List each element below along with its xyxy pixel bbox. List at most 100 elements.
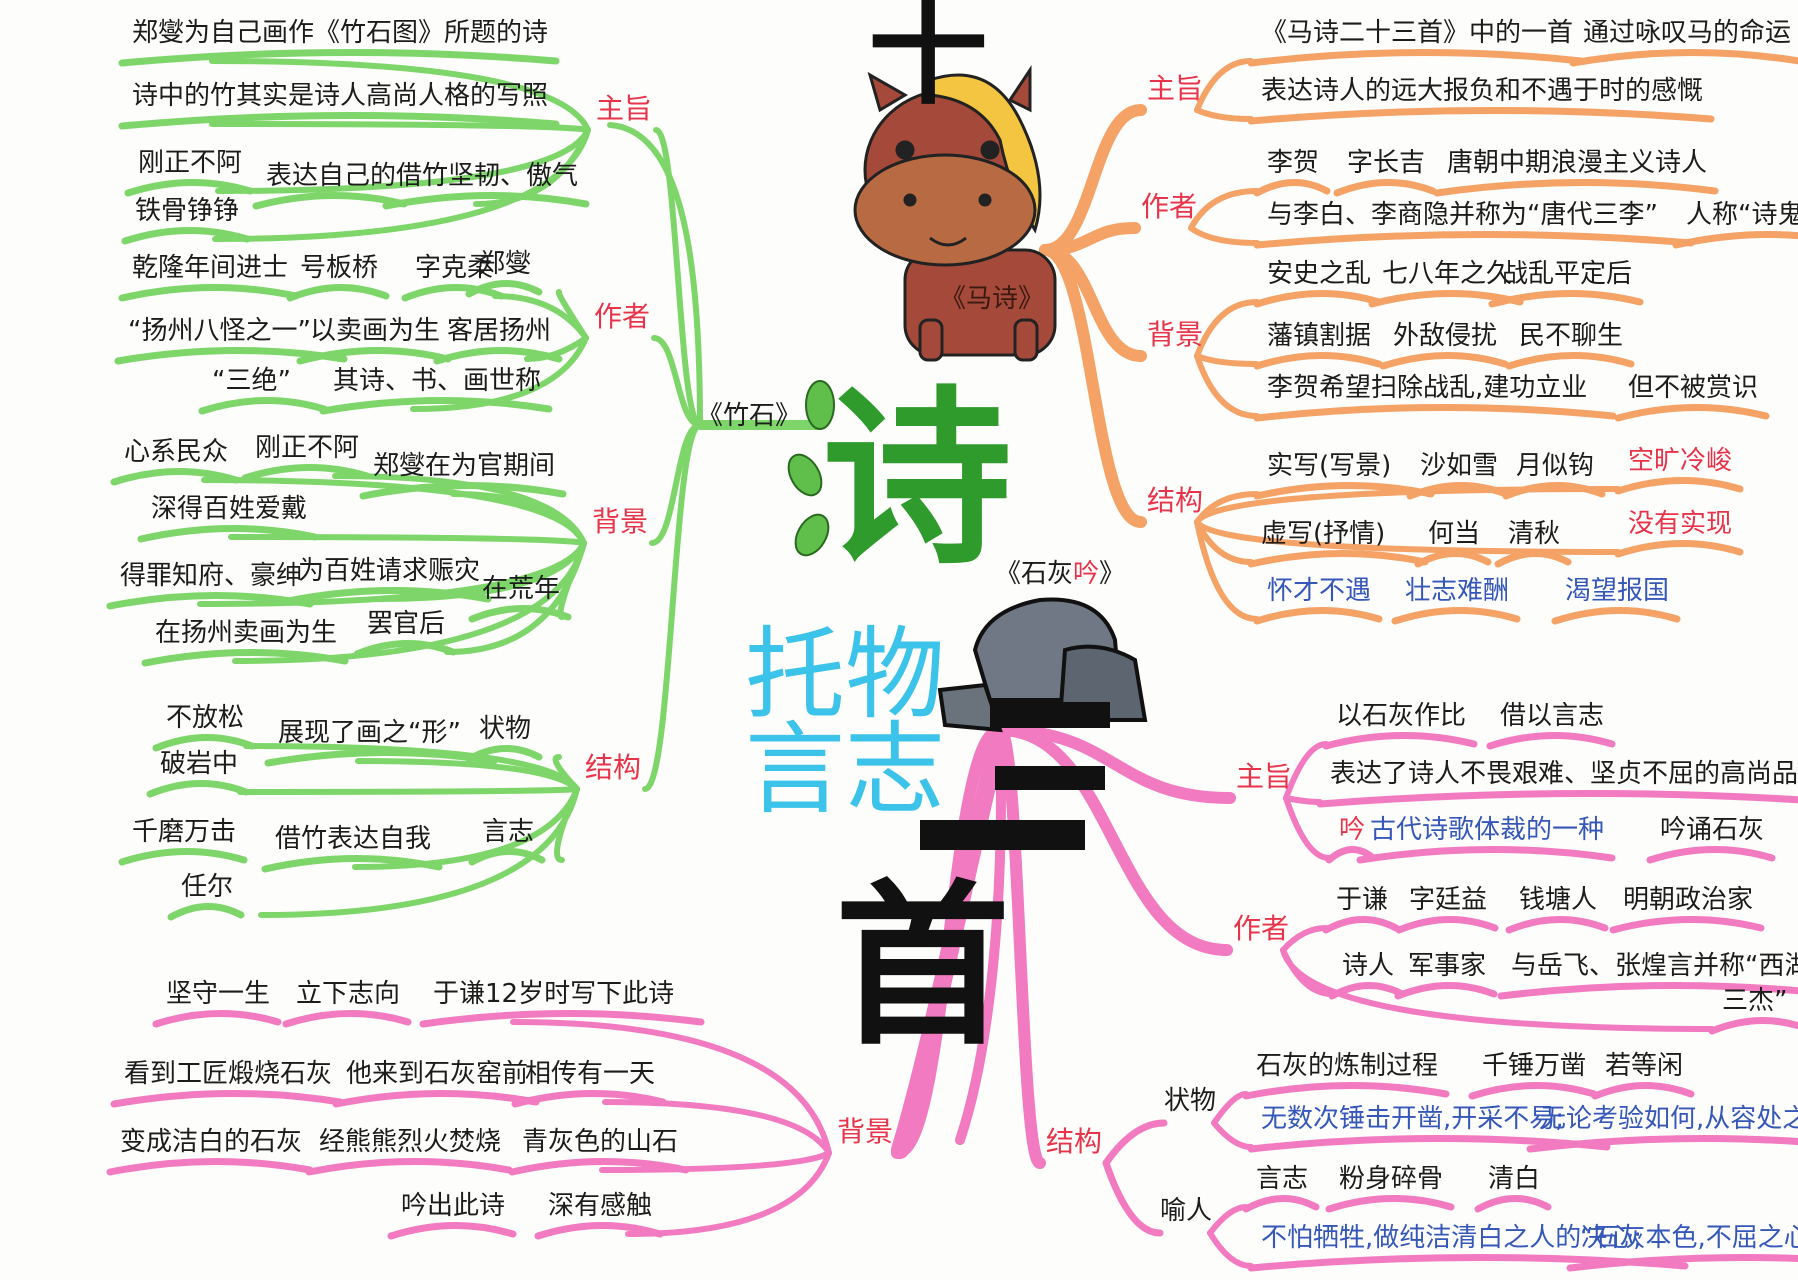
item-underline bbox=[1486, 732, 1616, 750]
branch-item: 不怕牺牲,做纯洁清白之人的决心; bbox=[1261, 1223, 1643, 1253]
branch-item: 铁骨铮铮 bbox=[135, 196, 240, 226]
branch-item: 诗中的竹其实是诗人高尚人格的写照 bbox=[132, 81, 549, 111]
branch-connector bbox=[473, 127, 591, 207]
branch-item: 钱塘人 bbox=[1519, 885, 1598, 915]
item-underline bbox=[1433, 178, 1719, 197]
item-underline bbox=[1379, 352, 1509, 370]
title-part-highlight: 吟 bbox=[1073, 559, 1100, 589]
branch-label-structure: 结构 bbox=[1147, 484, 1204, 517]
item-underline bbox=[1708, 1016, 1798, 1035]
branch-label-background: 背景 bbox=[837, 1115, 894, 1148]
branch-connector bbox=[1194, 519, 1260, 622]
branch-item: 深有感触 bbox=[548, 1191, 653, 1221]
item-underline bbox=[1614, 540, 1744, 558]
branch-item: 安史之乱 bbox=[1267, 259, 1372, 289]
title-part: 《石灰 bbox=[995, 559, 1074, 589]
item-underline bbox=[1394, 981, 1498, 1000]
branch-item: 通过咏叹马的命运 bbox=[1583, 18, 1792, 48]
heading-shou-char: 首 bbox=[835, 866, 1010, 1069]
branch-item: 诗人 bbox=[1342, 951, 1395, 981]
branch-item: 何当 bbox=[1428, 519, 1481, 549]
branch-item: 变成洁白的石灰 bbox=[120, 1127, 303, 1157]
branch-item: 郑燮 bbox=[479, 249, 532, 279]
branch-connector bbox=[524, 335, 589, 362]
item-underline bbox=[1614, 477, 1744, 495]
branch-connector bbox=[258, 786, 580, 918]
item-underline bbox=[1242, 1081, 1450, 1100]
branch-item: 言志 bbox=[482, 817, 535, 847]
branch-item: 唐朝中期浪漫主义诗人 bbox=[1447, 148, 1708, 178]
rock-illustration bbox=[937, 597, 1148, 733]
branch-connector bbox=[444, 540, 587, 655]
item-underline bbox=[110, 468, 240, 486]
branch-item: 在扬州卖画为生 bbox=[155, 618, 338, 648]
branch-item: 言志 bbox=[1256, 1164, 1309, 1194]
poem-title-zhushi: 《竹石》 bbox=[697, 401, 802, 431]
item-underline bbox=[511, 1089, 667, 1108]
item-underline bbox=[1395, 915, 1499, 934]
branch-connector bbox=[450, 491, 587, 546]
branch-item: 外敌侵扰 bbox=[1393, 321, 1498, 351]
branch-item: 沙如雪 bbox=[1420, 451, 1499, 481]
branch-item: 没有实现 bbox=[1628, 509, 1733, 539]
item-underline bbox=[1551, 607, 1681, 625]
branch-item: 相传有一天 bbox=[525, 1059, 656, 1089]
branch-item: 郑燮为自己画作《竹石图》所题的诗 bbox=[132, 18, 549, 48]
branch-item: 为百姓请求赈灾 bbox=[298, 556, 481, 586]
branch-label-theme: 主旨 bbox=[1236, 760, 1293, 793]
branch-connector bbox=[352, 786, 580, 870]
title-part: 》 bbox=[1099, 559, 1126, 589]
branch-item: 怀才不遇 bbox=[1267, 576, 1372, 606]
item-underline bbox=[1253, 290, 1383, 308]
branch-item: 表达了诗人不畏艰难、坚贞不屈的高尚品质 bbox=[1330, 759, 1798, 789]
branch-connector bbox=[1188, 188, 1260, 231]
branch-item: 战乱平定后 bbox=[1502, 259, 1633, 289]
item-underline bbox=[241, 464, 371, 482]
branch-connector bbox=[1194, 353, 1260, 419]
item-underline bbox=[252, 191, 408, 210]
branch-item: 七八年之久 bbox=[1382, 259, 1513, 289]
item-underline bbox=[118, 848, 248, 866]
branch-connector bbox=[1194, 58, 1254, 113]
branch-connector bbox=[552, 754, 580, 792]
item-underline bbox=[282, 1010, 412, 1028]
branch-connector bbox=[375, 540, 587, 602]
poem-title-mashi: 《马诗》 bbox=[940, 284, 1045, 314]
branch-item: “扬州八怪之一” bbox=[128, 316, 311, 346]
item-underline bbox=[118, 111, 560, 130]
branch-label-author: 作者 bbox=[1233, 912, 1290, 945]
item-underline bbox=[1253, 352, 1383, 370]
branch-connector bbox=[1283, 741, 1329, 801]
pink-trunk bbox=[891, 721, 1009, 1159]
branch-connector bbox=[1194, 299, 1260, 359]
branch-connector bbox=[599, 1150, 832, 1173]
item-underline bbox=[1526, 1134, 1798, 1153]
branch-connector bbox=[215, 127, 591, 194]
sub-branch bbox=[1102, 1159, 1164, 1237]
branch-item: 实写(写景) bbox=[1267, 451, 1392, 481]
item-underline bbox=[465, 280, 543, 298]
branch-item: 心系民众 bbox=[124, 437, 229, 467]
branch-item: 他来到石灰窑前 bbox=[346, 1059, 529, 1089]
branch-connector bbox=[1194, 519, 1621, 555]
item-underline bbox=[152, 733, 256, 752]
horse-illustration bbox=[853, 65, 1057, 362]
item-underline bbox=[286, 283, 390, 302]
branch-connector bbox=[510, 1019, 832, 1156]
branch-item: 乾隆年间进士 bbox=[132, 253, 289, 283]
item-underline bbox=[1672, 231, 1798, 249]
branch-item: 与李白、李商隐并称为“唐代三李” bbox=[1267, 200, 1658, 230]
item-underline bbox=[118, 284, 300, 302]
branch-item: “三绝” bbox=[212, 366, 291, 396]
branch-item: 字长吉 bbox=[1347, 148, 1426, 178]
branch-label-background: 背景 bbox=[592, 505, 649, 538]
branch-item: 罢官后 bbox=[367, 609, 446, 639]
item-underline bbox=[1253, 607, 1383, 625]
branch-connector bbox=[237, 786, 580, 795]
main-branch bbox=[994, 724, 1046, 1169]
item-underline bbox=[1505, 915, 1609, 934]
three-character-strokes bbox=[920, 702, 1110, 850]
branch-connector bbox=[209, 121, 591, 133]
